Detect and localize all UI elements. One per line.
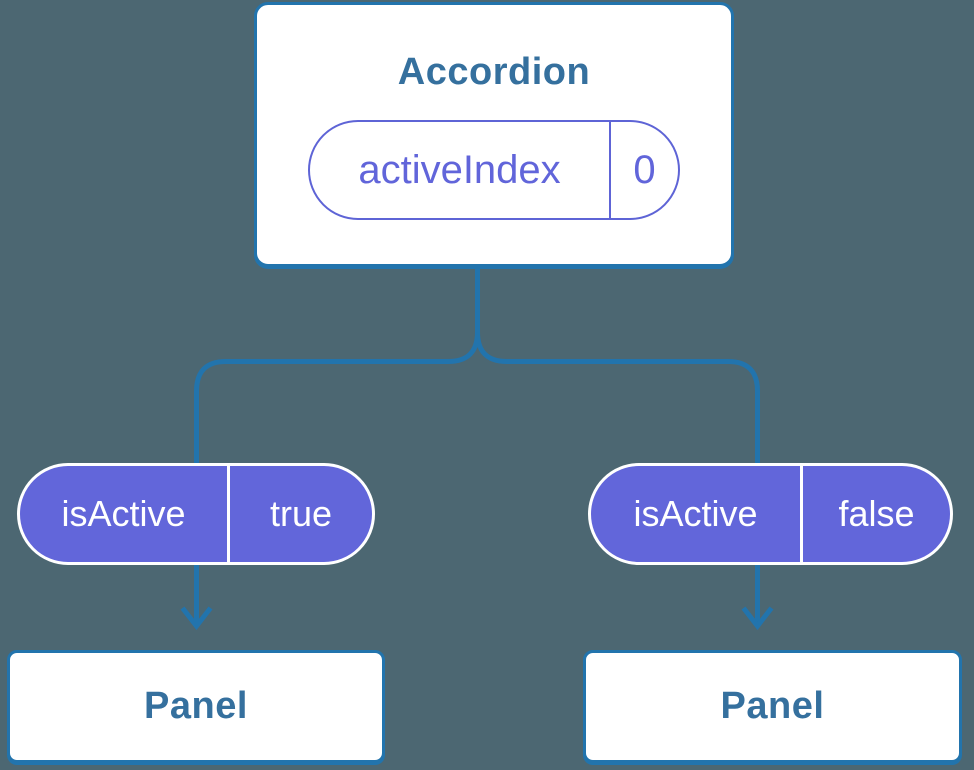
state-value: 0 bbox=[633, 147, 656, 192]
prop-pill-left: isActive true bbox=[17, 463, 375, 565]
prop-name: isActive bbox=[591, 466, 803, 562]
arrow-down-icon bbox=[741, 606, 774, 631]
panel-node-right: Panel bbox=[583, 650, 962, 763]
prop-value: false bbox=[838, 493, 915, 534]
connector-right-branch bbox=[475, 264, 760, 623]
arrow-down-icon bbox=[180, 606, 213, 631]
component-title: Accordion bbox=[397, 51, 591, 93]
panel-title: Panel bbox=[720, 685, 825, 727]
prop-pill-right: isActive false bbox=[588, 463, 953, 565]
panel-node-left: Panel bbox=[7, 650, 385, 763]
state-name: activeIndex bbox=[310, 122, 611, 218]
prop-value: true bbox=[269, 493, 333, 534]
state-pill: activeIndex 0 bbox=[308, 120, 680, 220]
panel-title: Panel bbox=[144, 685, 248, 727]
connector-left-branch bbox=[194, 264, 480, 623]
prop-name: isActive bbox=[20, 466, 230, 562]
accordion-component-node: Accordion activeIndex 0 bbox=[254, 2, 734, 267]
